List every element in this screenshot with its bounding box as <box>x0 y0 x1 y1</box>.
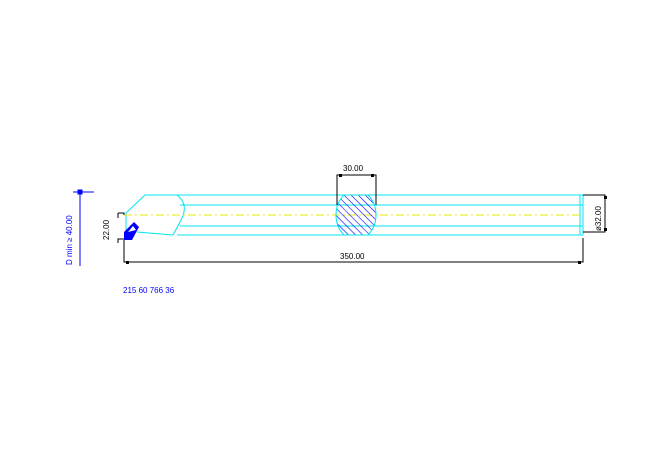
min-bore-dimension <box>73 189 94 266</box>
part-number: 215 60 766 36 <box>123 286 175 295</box>
dimension-lines <box>117 174 606 263</box>
section-width-label: 30.00 <box>343 164 364 173</box>
min-bore-label: D min ≥ 40.00 <box>65 215 74 265</box>
diameter-label: ø32.00 <box>594 206 603 231</box>
height-label: 22.00 <box>102 219 111 240</box>
insert <box>124 222 139 240</box>
length-label: 350.00 <box>340 252 365 261</box>
cross-section <box>335 194 377 236</box>
